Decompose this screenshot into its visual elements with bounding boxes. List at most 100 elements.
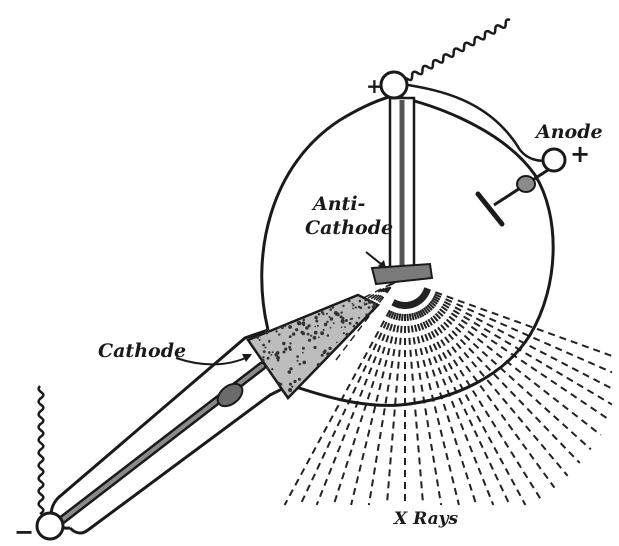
stipple-dot [336, 342, 338, 344]
anode-collar [517, 176, 535, 192]
stipple-dot [296, 355, 299, 358]
stipple-dot [318, 336, 320, 338]
stipple-dot [266, 367, 269, 370]
left-coil-wire [39, 386, 44, 514]
stipple-dot [359, 300, 362, 303]
stipple-dot [278, 333, 280, 335]
x-ray-line [413, 300, 510, 505]
stipple-dot [291, 386, 293, 388]
stipple-dot [352, 308, 354, 310]
stipple-dot [322, 313, 324, 315]
stipple-dot [364, 302, 366, 304]
stipple-dot [305, 326, 308, 329]
stipple-dot [372, 305, 376, 309]
stipple-dot [307, 333, 310, 336]
stipple-dot [345, 319, 348, 322]
x-ray-line [424, 289, 612, 372]
anti-cathode-label-line2: Cathode [305, 217, 393, 239]
stipple-dot [271, 368, 273, 370]
stipple-dot [293, 380, 296, 383]
stipple-dot [360, 307, 363, 310]
stipple-dot [355, 306, 357, 308]
stipple-dot [330, 317, 333, 320]
bottom-minus-sign: − [14, 518, 34, 546]
stipple-dot [281, 326, 284, 329]
stipple-dot [313, 346, 316, 349]
stipple-dot [288, 388, 292, 392]
stipple-dot [328, 316, 330, 318]
stipple-dot [323, 329, 325, 331]
stipple-dot [303, 319, 305, 321]
stipple-dot [272, 375, 274, 377]
anode-plus-sign: + [570, 140, 590, 168]
stipple-dot [315, 331, 318, 334]
stipple-dot [353, 325, 356, 328]
stipple-dot [268, 351, 271, 354]
stipple-dot [289, 383, 292, 386]
stipple-dot [324, 350, 326, 352]
stipple-dot [340, 311, 342, 313]
stipple-dot [289, 342, 291, 344]
stipple-dot [313, 336, 317, 340]
stipple-dot [343, 332, 345, 334]
x-ray-line [418, 297, 568, 475]
stipple-dot [364, 304, 366, 306]
stipple-dot [326, 321, 328, 323]
stipple-dot [299, 363, 301, 365]
stipple-dot [326, 313, 328, 315]
stipple-dot [282, 342, 285, 345]
stipple-dot [259, 339, 261, 341]
x-ray-line [422, 293, 610, 420]
stipple-dot [268, 340, 270, 342]
stipple-dot [284, 325, 286, 327]
stipple-dot [341, 326, 343, 328]
stipple-dot [292, 332, 295, 335]
cathode-pointer [176, 356, 250, 365]
stipple-dot [288, 370, 292, 374]
stipple-dot [330, 327, 332, 329]
external-wire [402, 84, 548, 161]
anode-disc [478, 194, 502, 224]
stipple-dot [332, 306, 335, 309]
stipple-dot [302, 352, 304, 354]
stipple-dot [267, 357, 270, 360]
stipple-dot [314, 316, 317, 319]
stipple-dot [288, 325, 292, 329]
stipple-dot [295, 328, 298, 331]
stipple-dot [321, 354, 324, 357]
stipple-dot [288, 346, 291, 349]
stipple-dot [325, 323, 327, 325]
stipple-dot [256, 336, 259, 339]
stipple-dot [368, 306, 371, 309]
stipple-dot [310, 335, 312, 337]
anode-terminal [543, 149, 565, 171]
stipple-dot [365, 313, 368, 316]
anti-cathode-label-line1: Anti- [311, 193, 366, 215]
stipple-dot [272, 351, 274, 353]
stipple-dot [329, 308, 332, 311]
stipple-dot [303, 361, 307, 365]
stipple-dot [302, 347, 305, 350]
stipple-dot [327, 334, 330, 337]
stipple-dot [262, 356, 264, 358]
stipple-dot [298, 378, 301, 381]
stipple-dot [317, 325, 319, 327]
stipple-dot [286, 348, 288, 350]
stipple-dot [280, 383, 283, 386]
cathode-label: Cathode [98, 340, 186, 362]
stipple-dot [276, 351, 280, 355]
stipple-dot [364, 299, 366, 301]
stipple-dot [315, 326, 317, 328]
stipple-dot [265, 331, 269, 335]
stipple-dot [346, 333, 350, 337]
x-rays-label: X Rays [393, 509, 459, 529]
stipple-dot [277, 359, 280, 362]
stipple-dot [358, 317, 360, 319]
stipple-dot [302, 323, 305, 326]
stipple-dot [350, 318, 352, 320]
stipple-dot [270, 354, 272, 356]
x-ray-line [421, 294, 601, 435]
stipple-dot [369, 301, 371, 303]
anti-cathode-target [372, 264, 432, 284]
